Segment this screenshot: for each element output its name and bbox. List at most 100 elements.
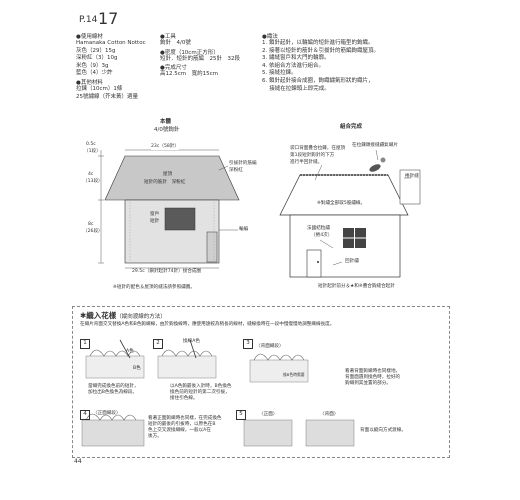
step-5-illustration (243, 419, 355, 447)
step-4-text: 短針的最後的引拔時，以原色在B (148, 422, 216, 427)
material-line: 藍色（4）少許 (76, 70, 113, 77)
material-line: 米色（9）3g (76, 62, 109, 69)
material-line: 25號繡線（芥末黃）適量 (76, 93, 138, 100)
diagram-subtitle: 4/0號鉤針 (154, 127, 180, 133)
step-line: 2. 接著以短針的筋針＆引拔針的筋編鉤織屋頂。 (262, 47, 379, 54)
step-line: 1. 鎖針起針，以輪編的短針進行箱型的鉤織。 (262, 40, 374, 46)
french-knot-label: 法國結粒繡 (307, 226, 330, 231)
tools-header: ●工具 (160, 34, 176, 40)
folio: 44 (74, 458, 82, 465)
window-label: 窗戶 (150, 212, 160, 217)
material-line: Hamanaka Cotton Nottoc (76, 40, 146, 46)
page-label: P.14 (79, 15, 98, 25)
door-knob-icon (317, 261, 319, 263)
steps-header: ●織法 (262, 34, 278, 40)
step-3-text: 背面面遇到換色時，拉好的 (345, 375, 401, 380)
step-4-text: 看著正面鉤織時也同樣，在完成換色 (148, 416, 222, 421)
step-line: 接縫在拉鍊頭上即完成。 (262, 85, 330, 92)
material-line: 灰色（29）15g (76, 47, 116, 54)
step-line: 5. 接縫拉鍊。 (262, 70, 297, 77)
step-4-tag-a: 〈正面織段〉 (93, 411, 121, 416)
outline-label: 短針起針前分＆★和※疊合鉤縫合起針 (318, 284, 395, 289)
step-4-text: 色上交叉渡換織線，一般以A在 (148, 428, 211, 433)
tools-section: ●工具 鉤針 4/0號 ●密度（10cm正方形） 短針．短針的筋編 25針 32… (160, 32, 240, 79)
technique-box (72, 306, 450, 458)
assembly-title: 組合完成 (340, 124, 363, 130)
gauge-header: ●密度（10cm正方形） (160, 49, 219, 56)
step-3-text: 看著背面鉤織時也同樣地， (345, 369, 401, 374)
dim-mid-left-sub: （13段） (83, 179, 103, 184)
step-line: 4. 依組合方法進行組合。 (262, 62, 324, 69)
roof-shape (104, 155, 240, 201)
step-2-text: 換色前的短針的第二次引拔， (170, 390, 230, 395)
step-1-tag-b: B色 (133, 366, 141, 371)
step-3-tag-a: 〈背面織段〉 (256, 344, 284, 349)
size-value: 高12.5cm 寬約15cm (160, 71, 219, 78)
diagram-title: 本體 (160, 119, 172, 125)
gauge-value: 短針．短針的筋編 25針 32段 (160, 55, 240, 62)
step-4-number: 4 (80, 410, 90, 420)
step-4-text: 後方。 (148, 434, 162, 439)
technique-title: ✱織入花樣（縱向渡線的方法） (80, 311, 166, 320)
step-2-number: 2 (153, 339, 163, 349)
zipper-label: 在拉鍊頭接縫鏽氣織片 (352, 143, 398, 148)
assembly-door (306, 249, 322, 278)
step-2-text: 以A色鉤最後入針時，B色換色 (170, 384, 232, 389)
step-2-illustration (157, 339, 217, 379)
other-materials-header: ●其他材料 (76, 79, 103, 86)
dim-low-left: 8c (88, 222, 94, 227)
pattern-number: 17 (98, 9, 119, 28)
window-label-2: 短針 (150, 219, 160, 224)
dim-top-left: 0.5c (86, 142, 96, 147)
zipper-tab-icon (380, 157, 386, 163)
material-line: 深粉紅（3）10g (76, 55, 118, 62)
diagram-footnote: ※短針的配色＆屋頂的縫法請參照繡圖。 (113, 285, 195, 290)
materials-header: ●使用線材 (76, 34, 103, 40)
tools-value: 鉤針 4/0號 (160, 40, 191, 46)
roof-label: 屋頂 (163, 172, 173, 177)
step-5-text: 背面以縱向方式渡線。 (360, 428, 406, 433)
step-line: 3. 繡縫窗戶和大門的輪廓。 (262, 55, 330, 62)
step-1-number: 1 (80, 339, 90, 349)
step-1-text: 當織完成換色前的短針， (88, 384, 139, 389)
step-line: 6. 鎖針起針接合成圈，鉤織鏽氣形狀的織片， (262, 77, 374, 84)
backstitch-label: 回針繡 (345, 259, 359, 264)
bottom-width-label: 29.5c（鎖針起針74針）接合成圈 (132, 269, 202, 274)
step-4-illustration (81, 413, 145, 447)
french-knot-label-2: （捲4次） (311, 233, 333, 238)
size-header: ●完成尺寸 (160, 65, 187, 72)
step-5-tag-a: 〈正面〉 (259, 412, 278, 417)
step-3-tag-b: 換B色時需要 (283, 372, 305, 377)
step-1-illustration (85, 339, 145, 379)
materials-section: ●使用線材 Hamanaka Cotton Nottoc 灰色（29）15g 深… (76, 32, 146, 101)
right-label: 引拔針的筋編 (229, 161, 257, 166)
door-shape (206, 231, 218, 263)
step-2-tag-a: 換線A色 (183, 339, 200, 344)
step-5-tag-b: 〈背面〉 (320, 412, 339, 417)
dim-mid-left: 4c (88, 172, 94, 177)
material-line: 拉鍊（10cm）1條 (76, 85, 123, 92)
roof-label-2: 短針的筋針 深粉紅 (144, 180, 186, 185)
zipper-pull-icon (369, 164, 381, 172)
step-1-tag-a: A色 (126, 349, 134, 354)
lock-stitch-label: 捲針縫 (405, 174, 419, 179)
dim-top-left-sub: （1段） (84, 149, 101, 154)
pocket-label: 袋口背面疊合拉鍊，在屋頂 (290, 146, 346, 151)
body-label: 輪編 (239, 227, 249, 232)
top-width-label: 23c（58針） (151, 144, 179, 150)
pocket-label-2: 第1段短針鉤針的下方 (290, 153, 335, 158)
embroidery-label: ※對繡全部取5股繡線。 (317, 201, 366, 206)
technique-intro: 在織片背面交叉替換A色和B色鉤織線，由於鉤換線時，應使用遠較為稍長的線材，縫線換… (80, 322, 335, 327)
step-3-text: 鉤織到其並置的部分。 (345, 381, 391, 386)
step-5-number: 5 (236, 410, 246, 420)
window-shape (164, 207, 196, 231)
dim-low-left-sub: （26段） (83, 229, 103, 234)
step-3-number: 3 (243, 339, 253, 349)
step-2-text: 接住引色線。 (170, 396, 198, 401)
steps-section: ●織法 1. 鎖針起針，以輪編的短針進行箱型的鉤織。 2. 接著以短針的筋針＆引… (262, 32, 379, 93)
pocket-label-3: 進行半回針縫。 (290, 160, 323, 165)
step-3-illustration (249, 353, 309, 383)
